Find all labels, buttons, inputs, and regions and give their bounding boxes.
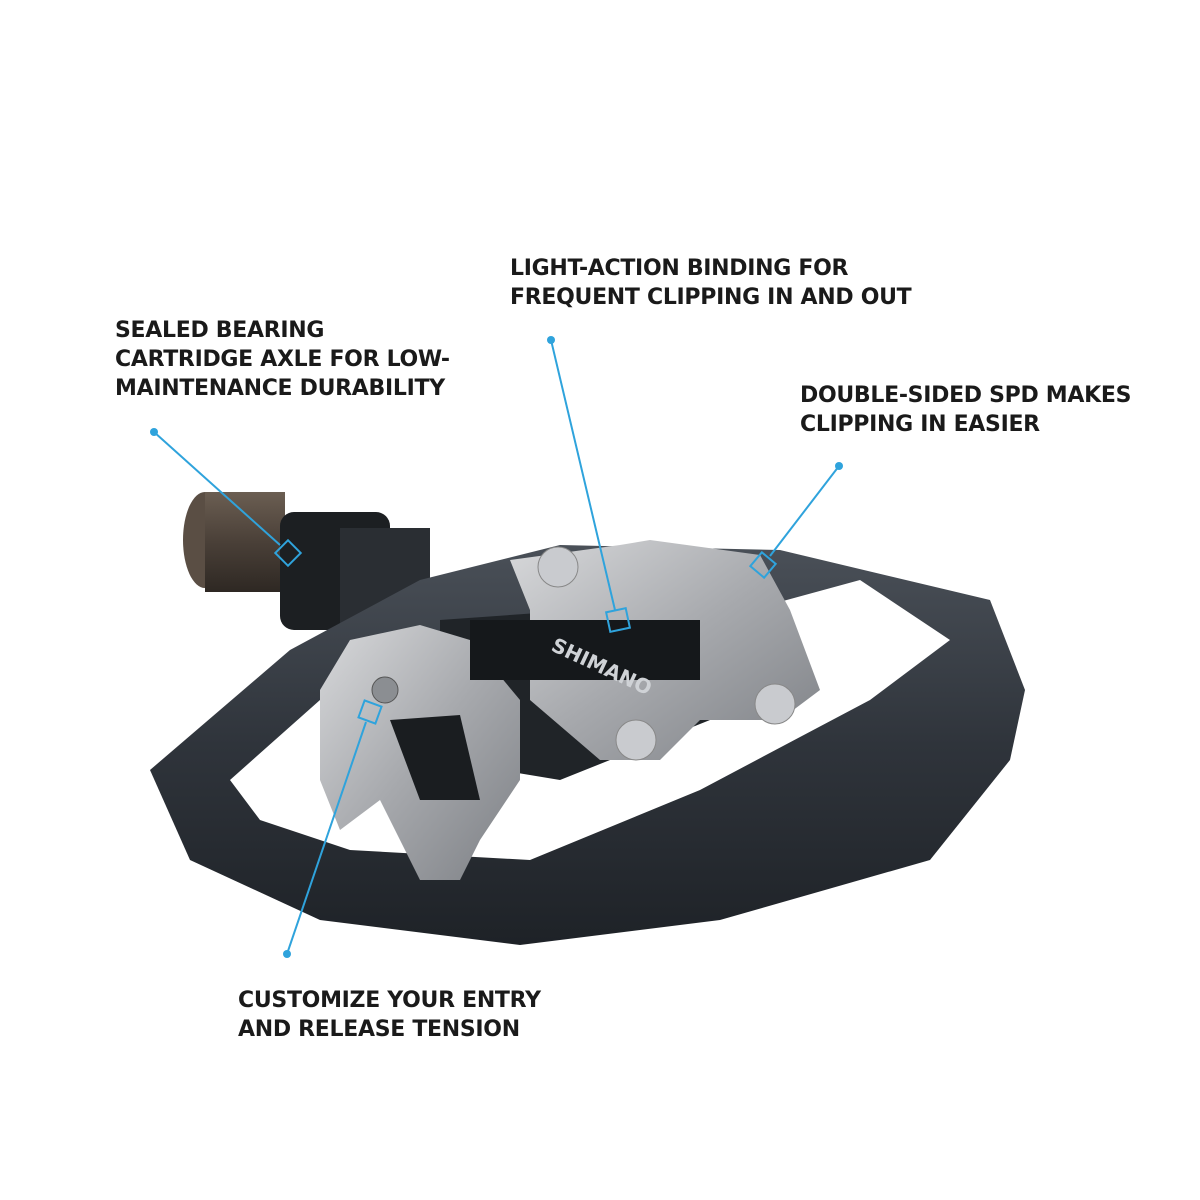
callout-label-double-sided-spd: DOUBLE-SIDED SPD MAKES CLIPPING IN EASIE… (800, 383, 1132, 437)
callout-line-binding (550, 339, 616, 611)
callout-label-sealed-bearing: SEALED BEARING CARTRIDGE AXLE FOR LOW- M… (115, 318, 450, 401)
callout-line-double-sided (769, 465, 840, 557)
axle (183, 492, 430, 630)
callout-marker-binding (604, 606, 632, 634)
callout-line-axle (153, 431, 281, 546)
callout-marker-tension (357, 699, 383, 725)
callout-lines (153, 339, 840, 955)
binding-mechanism: SHIMANO (320, 540, 820, 880)
callout-label-tension: CUSTOMIZE YOUR ENTRY AND RELEASE TENSION (238, 988, 541, 1042)
tension-screw (371, 676, 399, 704)
callout-line-tension (286, 721, 367, 955)
callout-marker-double-sided (748, 550, 778, 580)
callout-dots (150, 336, 843, 958)
callout-marker-axle (273, 538, 303, 568)
callout-label-light-action-binding: LIGHT-ACTION BINDING FOR FREQUENT CLIPPI… (510, 256, 912, 310)
